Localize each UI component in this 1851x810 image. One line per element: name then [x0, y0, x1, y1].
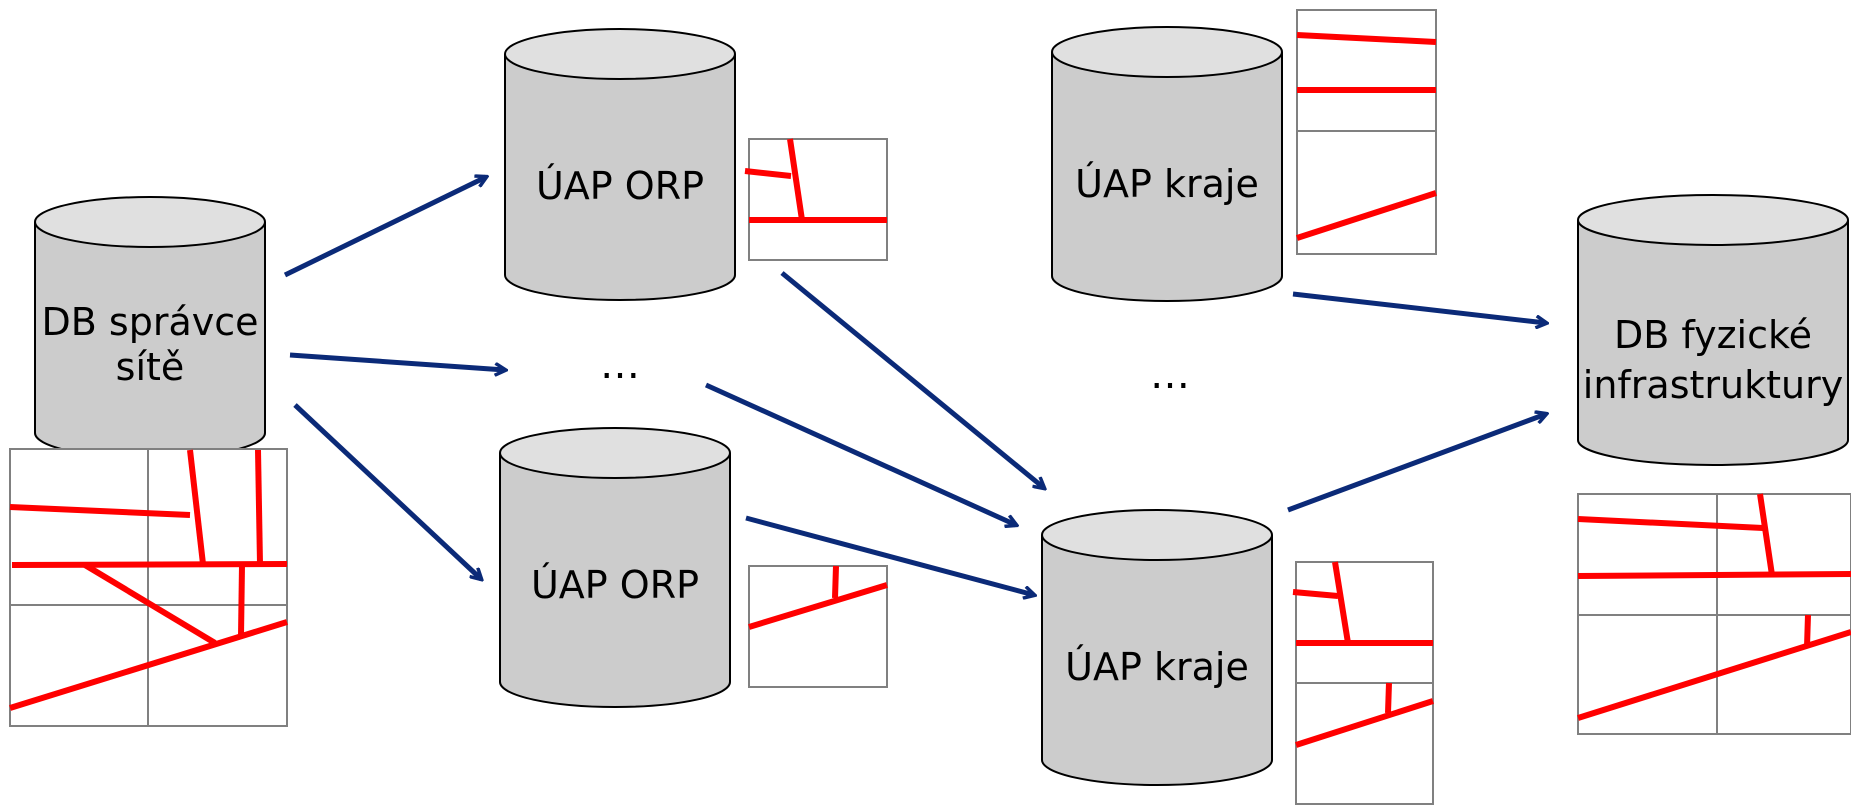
- map-grid-icon: [9, 448, 288, 727]
- cylinder-uap-kraje-top: ÚAP kraje: [1051, 26, 1283, 302]
- cylinder-uap-kraje-bottom: ÚAP kraje: [1041, 509, 1273, 786]
- cylinder-label-line2: infrastruktury: [1583, 363, 1843, 407]
- map-grid-icon: [748, 565, 888, 688]
- arrow-ellipsis-to-kraje-bottom: [704, 382, 1016, 525]
- arrows: [283, 177, 1546, 595]
- cylinder-label: ÚAP kraje: [1065, 645, 1249, 689]
- cylinder-label: ÚAP ORP: [536, 164, 704, 208]
- arrow-spravce-to-orp-bottom: [293, 403, 481, 579]
- ellipsis-right: …: [1150, 352, 1190, 398]
- cylinder-label: ÚAP ORP: [531, 563, 699, 607]
- map-grid-icon: [1577, 493, 1851, 735]
- arrow-orp-bottom-to-kraje-bottom: [745, 515, 1034, 595]
- arrow-kraje-top-to-fyzicke: [1292, 291, 1546, 323]
- cylinder-label-line1: DB fyzické: [1614, 313, 1812, 357]
- arrow-spravce-to-ellipsis: [289, 352, 505, 370]
- cylinder-label-line2: sítě: [116, 345, 185, 389]
- cylinder-uap-orp-bottom: ÚAP ORP: [499, 427, 731, 708]
- map-grid-icon: [1292, 561, 1434, 805]
- ellipsis-left: …: [600, 342, 640, 388]
- map-grid-icon: [744, 138, 888, 261]
- arrow-orp-top-to-kraje-bottom: [780, 271, 1044, 488]
- arrow-spravce-to-orp-top: [283, 177, 486, 278]
- map-grid-icon: [1296, 9, 1437, 255]
- cylinder-label: ÚAP kraje: [1075, 162, 1259, 206]
- cylinder-db-spravce: DB správce sítě: [34, 196, 266, 459]
- arrow-kraje-bottom-to-fyzicke: [1287, 414, 1546, 513]
- cylinder-db-fyzicke: DB fyzické infrastruktury: [1577, 194, 1849, 466]
- cylinder-uap-orp-top: ÚAP ORP: [504, 28, 736, 301]
- cylinder-label-line1: DB správce: [42, 300, 259, 344]
